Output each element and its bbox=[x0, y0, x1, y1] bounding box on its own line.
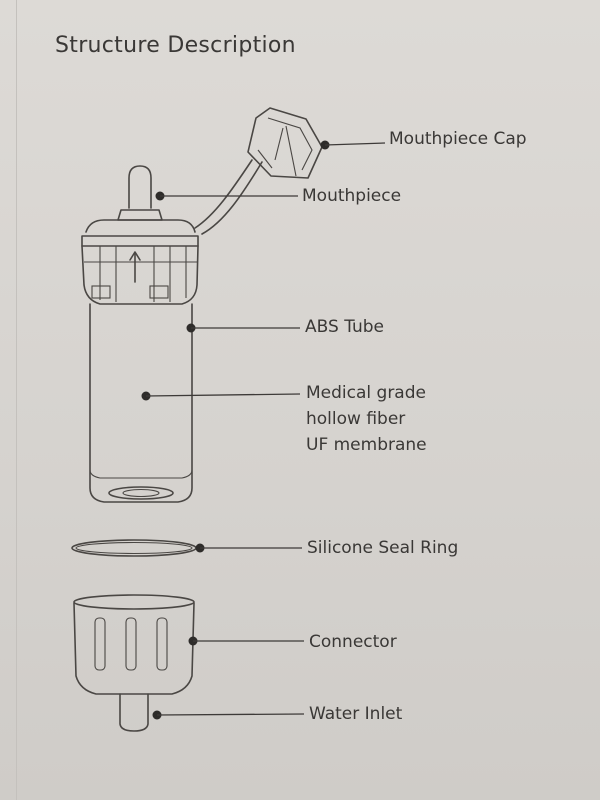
abs-tube-label: ABS Tube bbox=[305, 317, 385, 337]
seal-ring-drawing bbox=[71, 539, 197, 557]
mouthpiece-label: Mouthpiece bbox=[302, 186, 402, 206]
membrane-label: Medical grade hollow fiber UF membrane bbox=[306, 380, 427, 458]
mouthpiece-drawing bbox=[117, 165, 163, 221]
seal-ring-label: Silicone Seal Ring bbox=[307, 538, 459, 558]
mouthpiece-cap-label: Mouthpiece Cap bbox=[389, 129, 527, 149]
page-title: Structure Description bbox=[55, 33, 296, 58]
abs-tube-drawing bbox=[89, 303, 193, 503]
membrane-label-line-1: Medical grade bbox=[306, 383, 426, 403]
water-inlet-label: Water Inlet bbox=[309, 704, 403, 724]
membrane-label-line-2: hollow fiber bbox=[306, 409, 406, 429]
membrane-label-line-3: UF membrane bbox=[306, 435, 427, 455]
mouthpiece-cap-drawing bbox=[194, 107, 323, 235]
body-top-drawing bbox=[81, 219, 199, 305]
page-edge bbox=[16, 0, 17, 800]
connector-label: Connector bbox=[309, 632, 397, 652]
connector-drawing bbox=[73, 594, 195, 732]
leader-lines bbox=[141, 140, 386, 720]
